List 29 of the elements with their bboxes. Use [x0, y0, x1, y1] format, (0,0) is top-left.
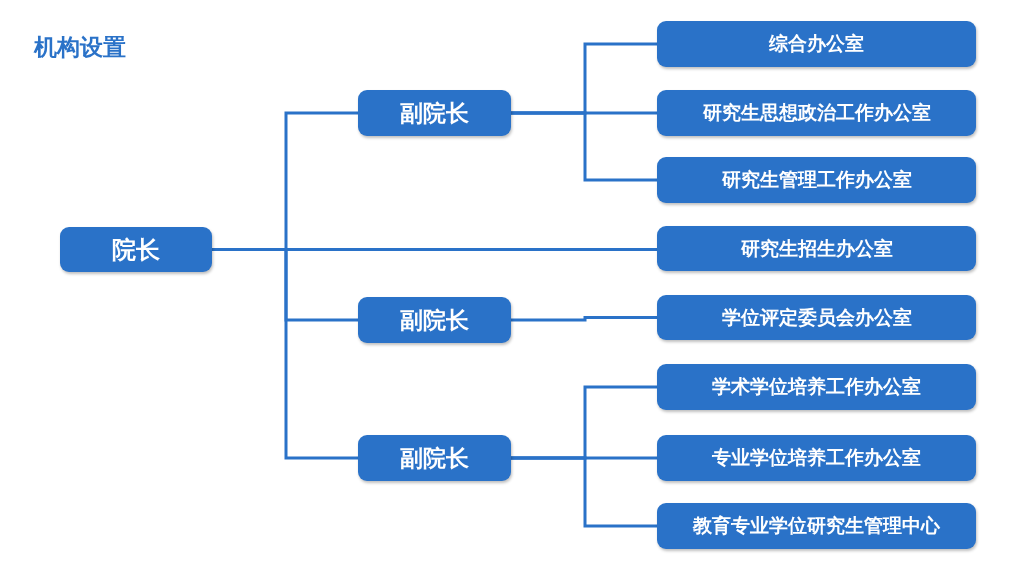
box-label: 副院长 — [400, 98, 469, 128]
connector-line — [511, 316, 657, 322]
box-label: 教育专业学位研究生管理中心 — [693, 513, 940, 538]
box-label: 学术学位培养工作办公室 — [712, 374, 921, 399]
page-title: 机构设置 — [34, 33, 126, 62]
connector-line — [511, 456, 657, 528]
box-label: 学位评定委员会办公室 — [721, 304, 912, 330]
box-label: 研究生思想政治工作办公室 — [702, 100, 931, 125]
org-box — [358, 297, 511, 343]
box-label: 副院长 — [400, 443, 469, 473]
box-label: 院长 — [112, 234, 160, 266]
org-box — [358, 90, 511, 136]
box-label: 研究生管理工作办公室 — [721, 167, 912, 192]
root-box — [60, 227, 212, 272]
box-label: 专业学位培养工作办公室 — [712, 445, 921, 470]
org-box — [657, 90, 976, 136]
org-box — [657, 157, 976, 203]
box-label: 研究生招生办公室 — [740, 235, 893, 261]
org-box — [657, 503, 976, 549]
org-box — [657, 435, 976, 481]
org-box — [358, 435, 511, 481]
org-box — [657, 364, 976, 410]
connector-line — [511, 111, 657, 182]
box-label: 副院长 — [400, 305, 469, 335]
connector-line — [212, 248, 358, 460]
org-box — [657, 21, 976, 67]
org-box — [657, 226, 976, 271]
box-label: 综合办公室 — [769, 31, 864, 56]
org-box — [657, 295, 976, 340]
